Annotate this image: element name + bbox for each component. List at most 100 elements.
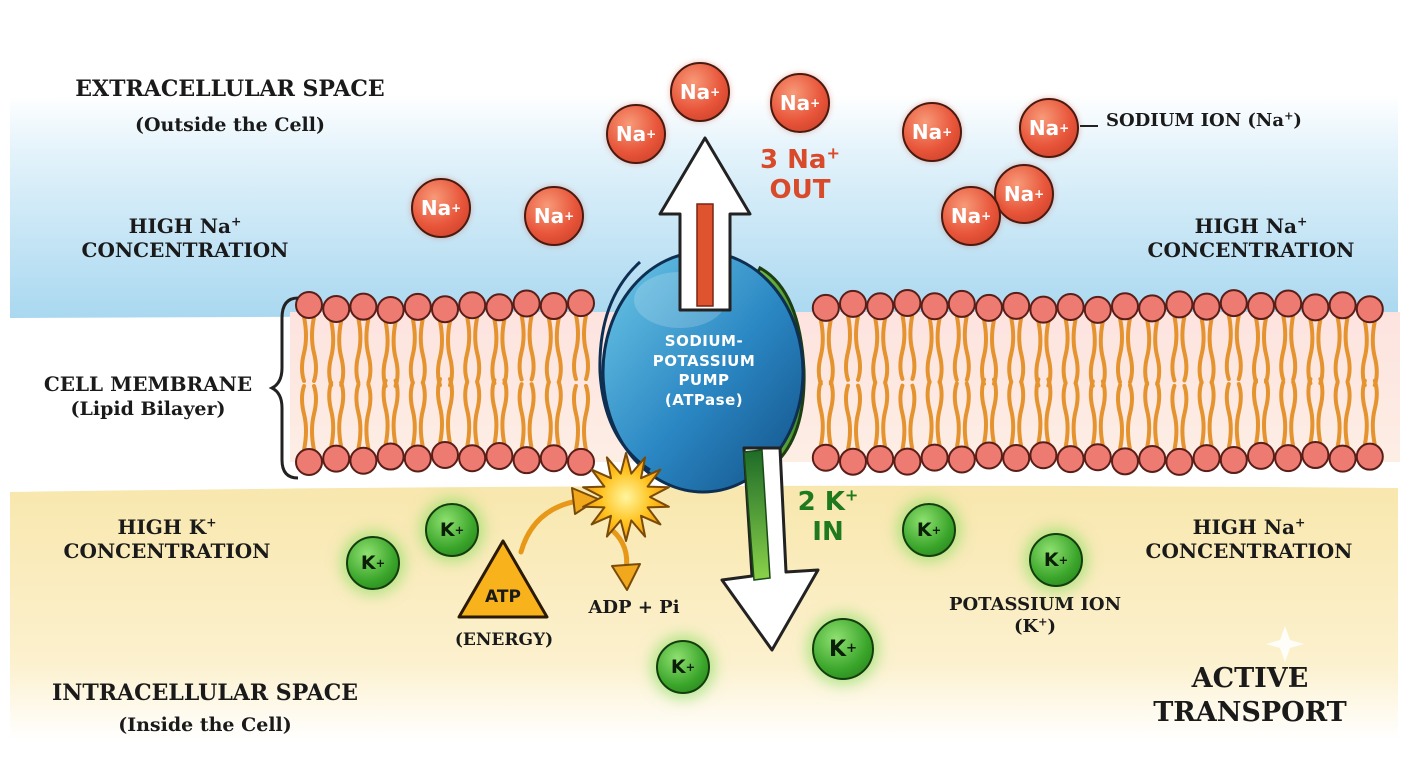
lipid-tail (1333, 380, 1342, 449)
energy-burst (582, 452, 670, 542)
lipid-tail (925, 379, 934, 448)
potassium-in-label: 2 K+ IN (778, 485, 878, 548)
lipid-tail (980, 317, 988, 386)
lipid-head (1328, 444, 1357, 473)
lipid-tail (381, 319, 390, 388)
lipid-head (512, 289, 541, 318)
lipid-tail (871, 316, 880, 385)
lipid-head (866, 292, 895, 321)
lipid-head (1029, 441, 1058, 470)
lipid-tail (1370, 378, 1379, 447)
lipid-tail (572, 383, 580, 452)
lipid-tail (500, 378, 509, 447)
lipid-tail (908, 313, 917, 381)
lipid-tail (463, 380, 472, 449)
lipid-head (1274, 444, 1303, 473)
lipid-head (1165, 447, 1194, 476)
lipid-tail (1170, 314, 1179, 383)
lipid-head (893, 447, 922, 476)
lipid-head (431, 441, 459, 470)
lipid-tail (1071, 381, 1080, 450)
lipid-tail (990, 317, 998, 386)
pump-left-lobe (598, 260, 651, 472)
lipid-tail (826, 317, 835, 386)
lipid-tail (517, 313, 526, 382)
lipid-head (975, 441, 1003, 470)
lipid-tail (935, 379, 944, 448)
lipid-head (322, 294, 351, 323)
lipid-head (567, 447, 595, 476)
plus-sign: + (231, 213, 242, 229)
potassium-in-bar (743, 449, 771, 581)
extracellular-subtitle: (Outside the Cell) (135, 114, 325, 136)
lipid-head (1002, 291, 1031, 320)
potassium-ion-legend-open: (K (1013, 615, 1039, 637)
lipid-tail (1343, 315, 1352, 384)
lipid-head (866, 444, 895, 473)
lipid-head (811, 293, 840, 322)
lipid-tail (527, 382, 536, 451)
lipid-tail (1252, 377, 1260, 446)
lipid-tail (871, 380, 880, 449)
lipid-tail (391, 378, 400, 447)
lipid-head (458, 291, 487, 320)
lipid-head (839, 289, 867, 318)
lipid-tail (381, 378, 390, 447)
lipid-tail (1279, 313, 1288, 382)
lipid-tail (1360, 378, 1369, 447)
intracellular-subtitle: (Inside the Cell) (118, 714, 292, 736)
lipid-tail (554, 316, 563, 385)
lipid-head (1083, 295, 1112, 324)
sodium-ion: Na+ (411, 178, 471, 238)
lipid-tail (844, 383, 852, 452)
lipid-head (1301, 441, 1330, 470)
lipid-head (1083, 443, 1112, 472)
sodium-ion: Na+ (1019, 98, 1079, 158)
ion-symbol: Na (679, 80, 711, 104)
lipid-head (1138, 294, 1167, 323)
lipid-tail (364, 382, 373, 451)
potassium-ion: K+ (425, 503, 479, 557)
lipid-tail (1180, 383, 1189, 452)
lipid-tail (1197, 316, 1206, 385)
lipid-tail (527, 313, 536, 382)
concentration-text: CONCENTRATION (1145, 539, 1353, 563)
lipid-tail (990, 377, 998, 446)
lipid-tail (1224, 382, 1233, 451)
ion-symbol: Na (420, 196, 452, 220)
plus-sign: + (844, 485, 859, 505)
lipid-tail (1343, 380, 1352, 449)
potassium-ion: K+ (346, 536, 400, 590)
lipid-head (1247, 292, 1275, 321)
lipid-head (567, 289, 595, 318)
sodium-ion: Na+ (524, 186, 584, 246)
lipid-tail (310, 315, 318, 383)
lipid-head (295, 291, 323, 319)
ion-symbol: K (916, 519, 932, 541)
lipid-head (947, 289, 976, 318)
concentration-text: CONCENTRATION (81, 238, 289, 262)
lipid-tail (1262, 377, 1270, 446)
lipid-tail (500, 317, 509, 386)
lipid-tail (1316, 317, 1325, 386)
membrane-brace (268, 296, 299, 480)
lipid-heads (295, 289, 1384, 476)
lipid-tail (980, 377, 988, 446)
sodium-ion-legend: SODIUM ION (Na+) (1106, 110, 1302, 132)
lipid-tail (1044, 377, 1053, 446)
sodium-ion: Na+ (941, 186, 1001, 246)
high-na-right-bottom-text: HIGH Na (1192, 515, 1296, 539)
lipid-head (1274, 289, 1303, 318)
lipid-tail (881, 316, 890, 385)
lipid-head (403, 444, 432, 473)
lipid-tail (572, 313, 580, 382)
lipid-head (349, 446, 378, 475)
high-k-text: HIGH K (117, 515, 207, 539)
lipid-tail (354, 382, 363, 451)
lipid-tail (1126, 383, 1134, 452)
lipid-tails (300, 313, 1379, 452)
lipid-head (839, 447, 867, 476)
lipid-tail (1262, 316, 1270, 385)
lipid-head (539, 292, 568, 321)
lipid-head (1355, 442, 1384, 471)
